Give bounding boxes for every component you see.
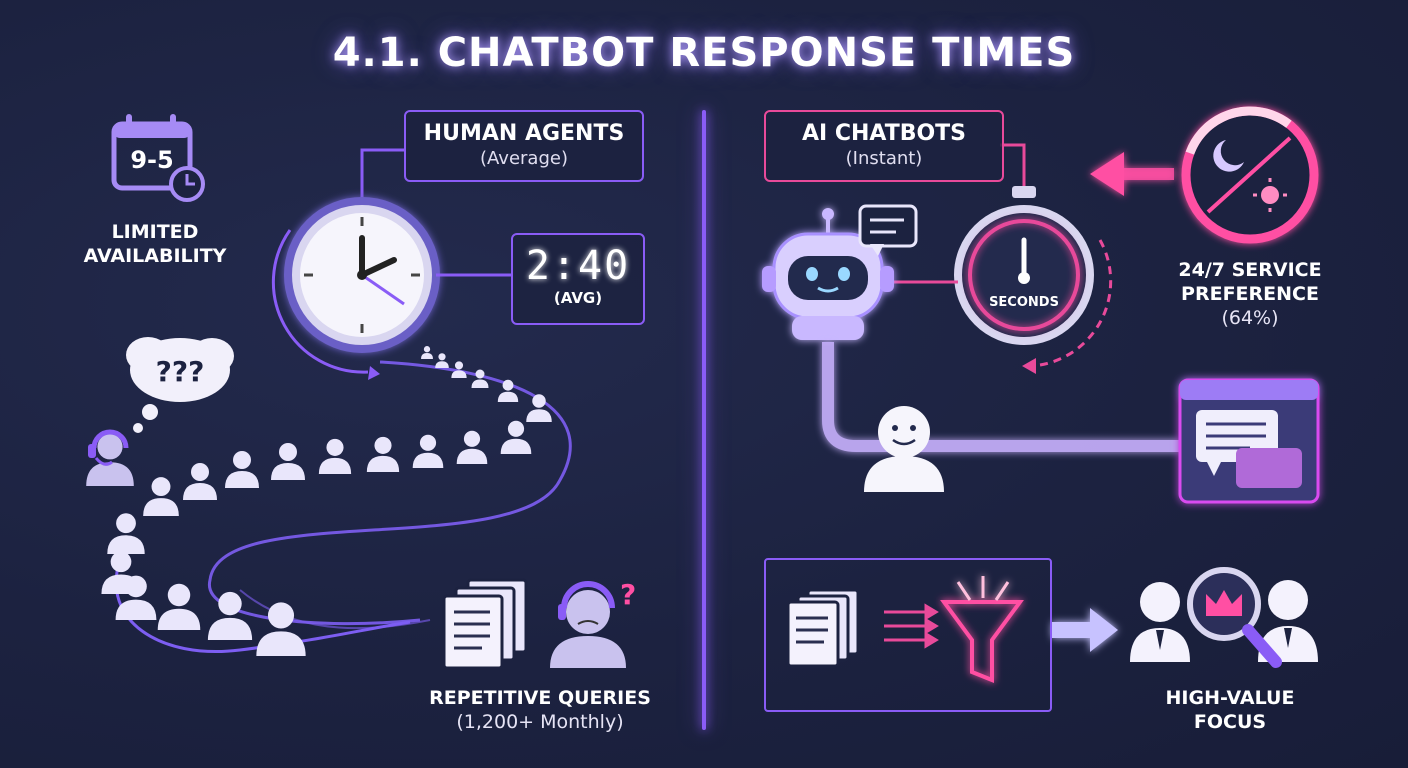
confusion-text: ???	[155, 355, 205, 388]
documents-stack-icon	[442, 578, 528, 670]
arrow-left-icon	[1090, 152, 1174, 196]
center-divider	[702, 110, 706, 730]
happy-user-icon	[864, 406, 944, 492]
service-preference-label: 24/7 SERVICE PREFERENCE (64%)	[1178, 259, 1322, 329]
flow-arrows-icon	[884, 603, 939, 649]
repetitive-queries-label: REPETITIVE QUERIES (1,200+ Monthly)	[429, 687, 651, 733]
average-time-box: 2:40 (AVG)	[511, 233, 645, 325]
filtering-box	[764, 558, 1052, 712]
human-agents-title: HUMAN AGENTS	[423, 121, 625, 146]
chatbot-robot-icon	[762, 208, 894, 340]
documents-stack-icon-2	[786, 588, 860, 668]
calendar-icon	[111, 114, 205, 202]
question-mark-icon: ?	[620, 578, 637, 611]
ai-chatbots-subtitle: (Instant)	[845, 148, 923, 169]
thought-bubble-icon	[126, 337, 234, 433]
limited-availability-label: LIMITED AVAILABILITY	[83, 221, 227, 267]
stopwatch-label: SECONDS	[989, 295, 1059, 310]
magnifier-crown-icon	[1187, 567, 1282, 668]
headset-agent-icon	[86, 429, 134, 486]
average-time-caption: (AVG)	[553, 289, 603, 307]
ai-chatbots-box: AI CHATBOTS (Instant)	[764, 110, 1004, 182]
page-title: 4.1. CHATBOT RESPONSE TIMES	[332, 30, 1076, 76]
human-agents-box: HUMAN AGENTS (Average)	[404, 110, 644, 182]
stopwatch-icon	[954, 186, 1113, 374]
ai-chatbots-title: AI CHATBOTS	[801, 121, 967, 146]
arrow-right-icon	[1052, 608, 1118, 652]
frustrated-agent-icon	[550, 581, 626, 668]
speech-bubble-icon	[858, 204, 918, 256]
funnel-icon	[940, 576, 1024, 683]
wall-clock-icon	[284, 197, 440, 353]
high-value-focus-label: HIGH-VALUE FOCUS	[1165, 687, 1295, 733]
chat-window-icon	[1178, 378, 1320, 504]
human-agents-subtitle: (Average)	[480, 148, 568, 169]
calendar-hours-text: 9-5	[130, 146, 174, 174]
average-time-value: 2:40	[525, 243, 631, 289]
day-night-icon	[1181, 106, 1319, 244]
